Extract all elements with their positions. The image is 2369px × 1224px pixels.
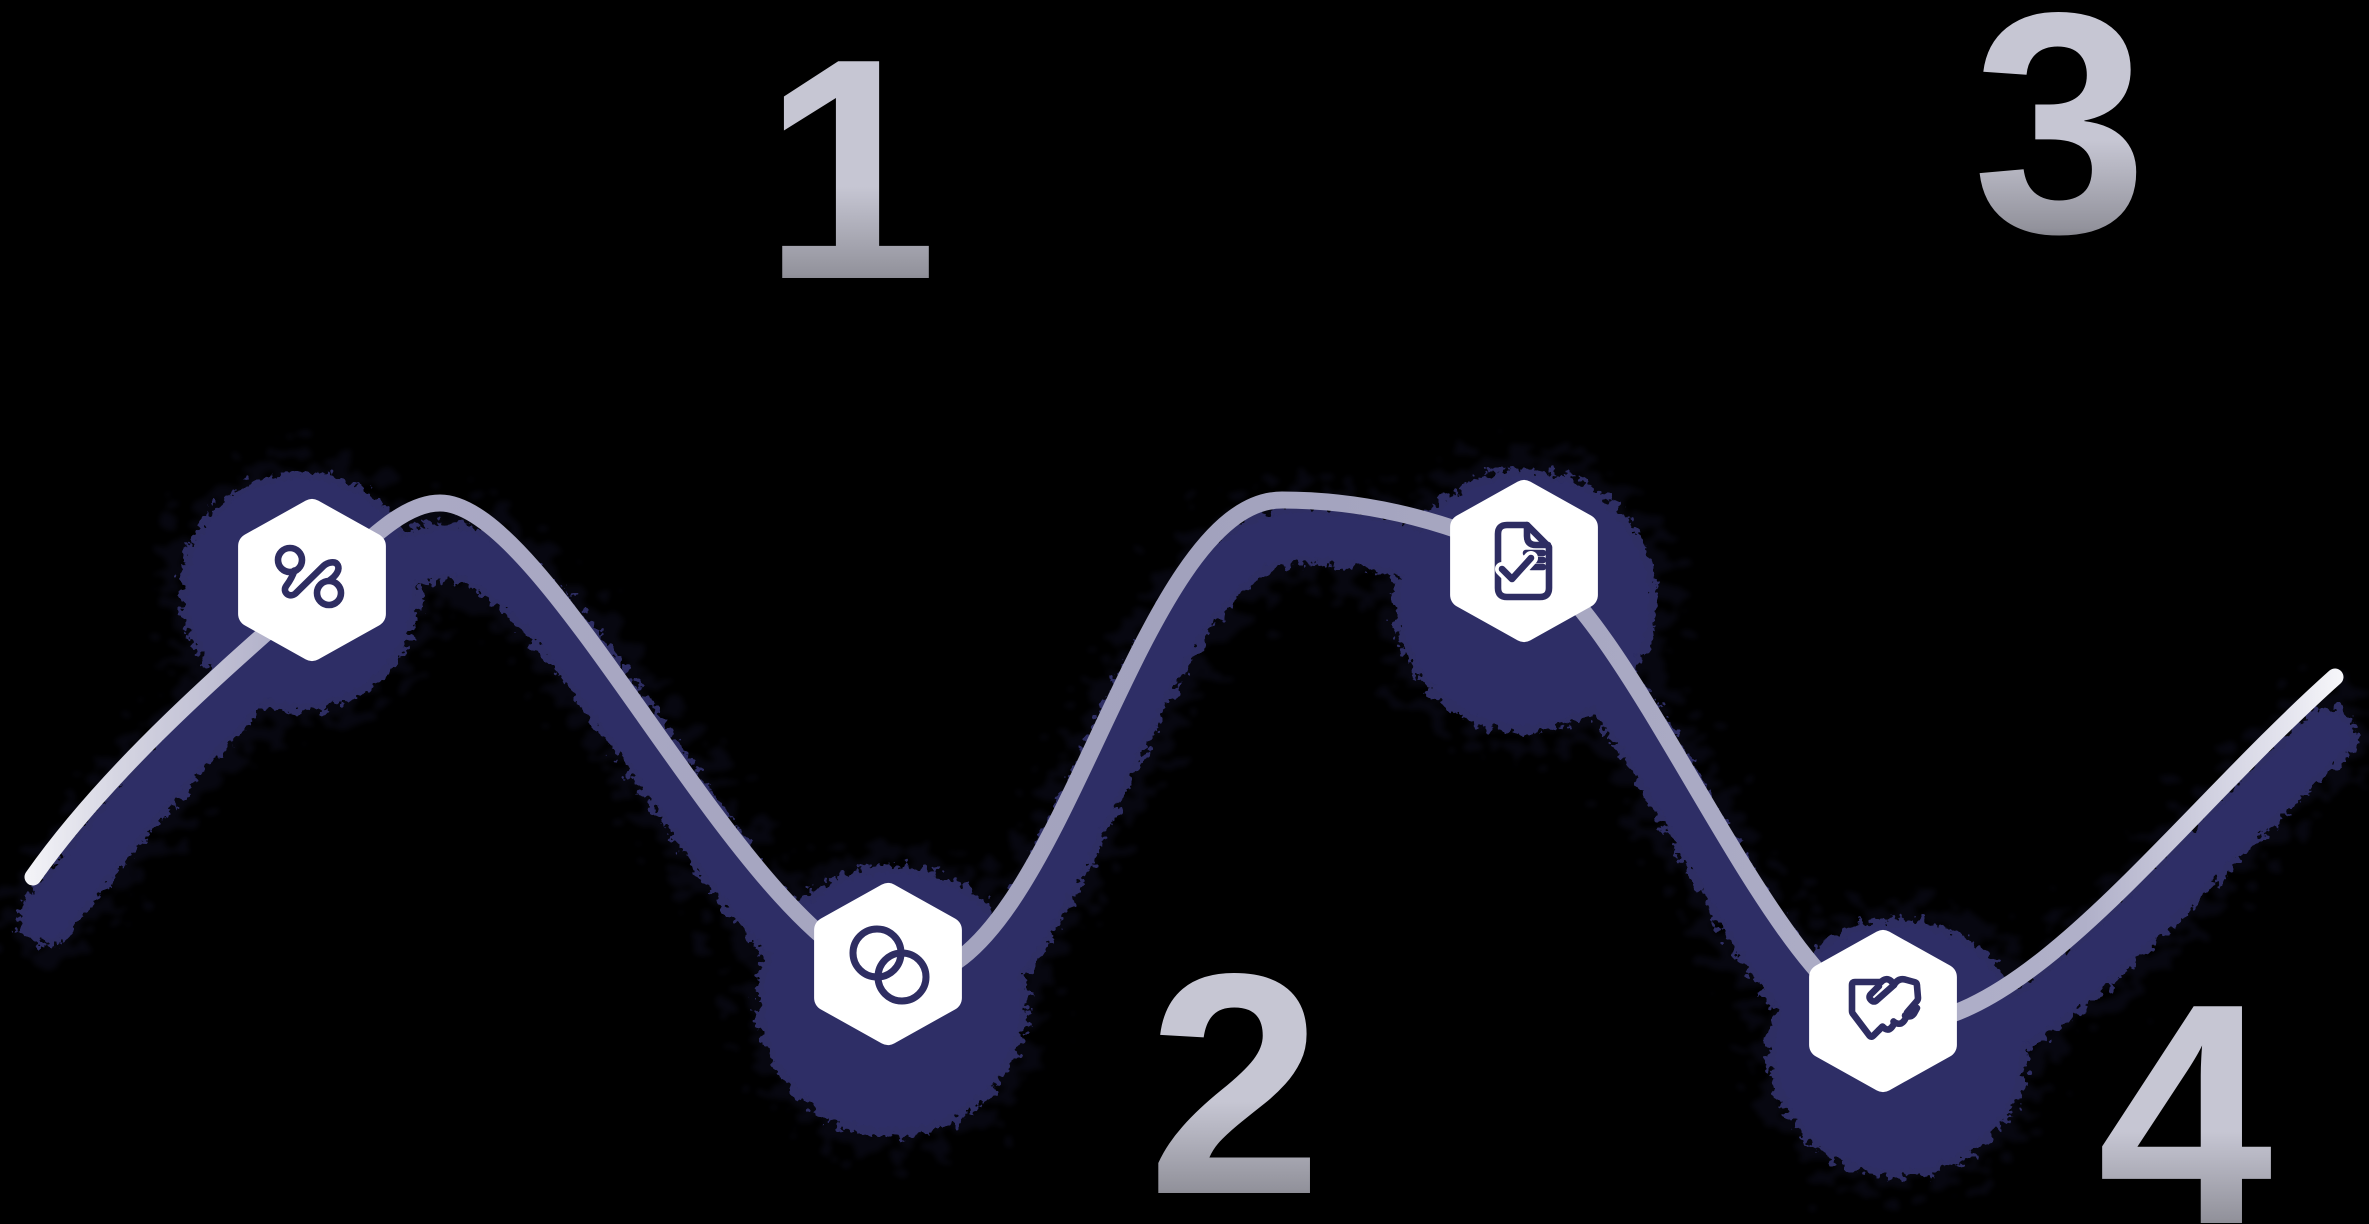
step-node-4 — [1809, 930, 1957, 1092]
step-number-2: 2 — [1147, 908, 1322, 1224]
hexagon-badge — [814, 883, 962, 1045]
step-nodes — [238, 480, 1957, 1092]
document-check-icon — [1494, 521, 1553, 601]
step-number-3: 3 — [1972, 0, 2147, 299]
step-numbers: 1 2 3 4 — [762, 0, 2274, 1224]
hexagon-badge — [1809, 930, 1957, 1092]
handshake-icon — [1848, 975, 1922, 1040]
step-node-2 — [814, 883, 962, 1045]
route-icon — [274, 544, 345, 609]
overlapping-circles-icon — [849, 925, 930, 1005]
step-node-3 — [1450, 480, 1598, 642]
step-node-1 — [238, 499, 386, 661]
step-number-1: 1 — [762, 0, 937, 345]
